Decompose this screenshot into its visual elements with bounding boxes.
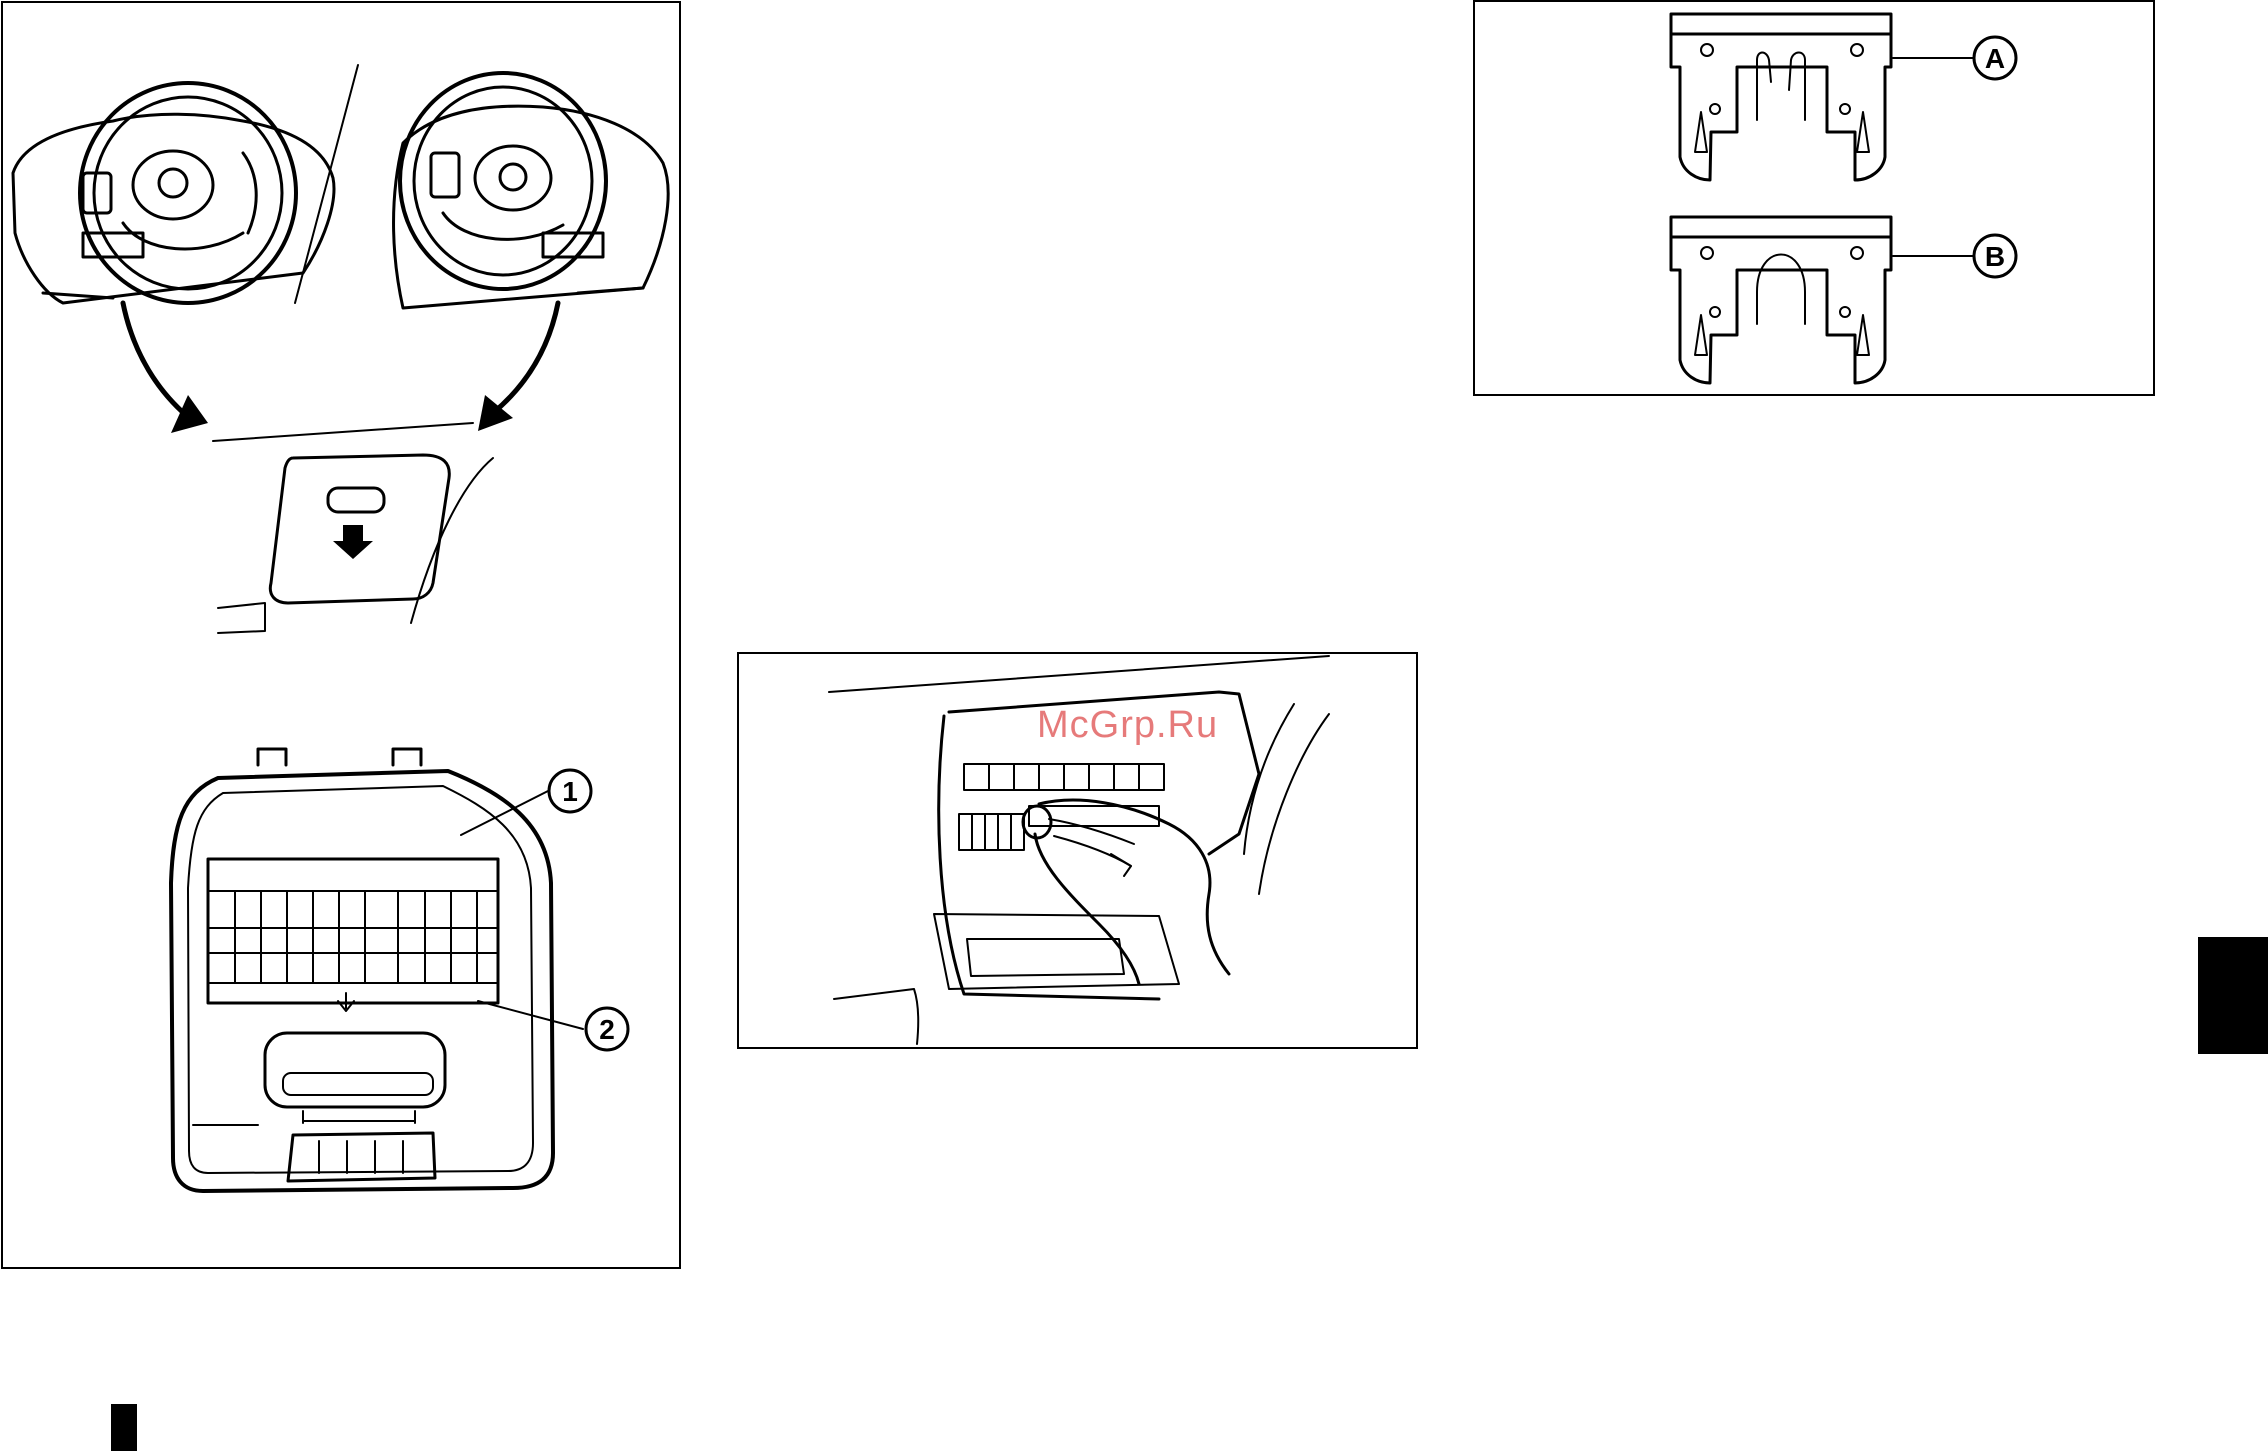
figure-fuse-comparison: A B (1473, 0, 2155, 396)
fuse-b-hole-right (1851, 247, 1863, 259)
rhd-wheel-spoke-lower (443, 213, 563, 239)
callout-label-2: 2 (599, 1014, 615, 1045)
fuse-a-hole-left (1701, 44, 1713, 56)
rhd-steering-wheel-inner (414, 87, 592, 275)
callout-2-leader (478, 1001, 583, 1029)
fuse-row-cells (989, 764, 1139, 790)
lower-bin (934, 914, 1179, 989)
fuse-box-cover-inner (188, 786, 533, 1173)
cover-handle-slot (283, 1073, 433, 1095)
figure-fuse-box-cover: 1 2 (1, 1, 681, 1269)
lhd-wheel-hub (133, 151, 213, 219)
callout-badge-b: B (1974, 235, 2016, 277)
fuse-a-element-left (1757, 53, 1771, 121)
hand-palm-outline (1035, 834, 1139, 984)
hand-finger-line-1 (1049, 819, 1134, 844)
fuse-row-lower-cells (972, 814, 1011, 850)
lhd-switch-cluster (83, 173, 111, 213)
cover-tabs (258, 749, 421, 765)
fuse-b-top-cap (1671, 217, 1891, 237)
lid-finger-recess (328, 488, 384, 512)
panel-curve-left (1244, 704, 1294, 854)
fuse-b-terminal-hole-right (1840, 307, 1850, 317)
fuse-a-hole-right (1851, 44, 1863, 56)
dash-top-edge (829, 656, 1329, 692)
fuse-b-terminal-hole-left (1710, 307, 1720, 317)
fuse-grid-lines (208, 891, 498, 983)
rhd-switch-cluster (431, 153, 459, 197)
figure-fuse-removal: McGrp.Ru (737, 652, 1418, 1049)
section-thumb-tab (2198, 937, 2268, 1054)
rhd-arrow-shaft (493, 303, 558, 413)
watermark-text: McGrp.Ru (1037, 704, 1218, 747)
fuse-box-cover-outer (171, 771, 553, 1191)
lhd-steering-wheel-inner (94, 97, 282, 289)
fuse-grid-frame (208, 859, 498, 1003)
fuse-row-lower-left (959, 814, 1024, 850)
view-divider (295, 65, 358, 303)
fuse-comparison-illustration: A B (1475, 2, 2153, 394)
fuse-b-element (1757, 255, 1805, 325)
lhd-arrow-head (171, 395, 208, 433)
cover-latch-slots (319, 1141, 403, 1173)
fuse-a-terminal-hole-right (1840, 104, 1850, 114)
cover-latch-rails (303, 1111, 415, 1123)
panel-curve-right (1259, 714, 1329, 894)
callout-badge-a: A (1974, 37, 2016, 79)
lower-bin-recess (967, 939, 1124, 976)
cover-latch-block (288, 1133, 435, 1181)
hand-finger-line-2 (1054, 836, 1131, 866)
callout-badge-2: 2 (586, 1008, 628, 1050)
rhd-lower-panel (578, 288, 643, 293)
callout-badge-1: 1 (549, 770, 591, 812)
fuse-a-terminal-hole-left (1710, 104, 1720, 114)
fuse-a-element-right (1789, 53, 1805, 121)
fuse-b-hole-left (1701, 247, 1713, 259)
page-edge-mark (111, 1404, 137, 1451)
fuse-in-hand (1023, 806, 1051, 838)
lhd-wheel-emblem (159, 169, 187, 197)
panel-lower-trim (218, 603, 265, 633)
panel-curve (411, 458, 493, 623)
callout-label-b: B (1985, 241, 2005, 272)
rhd-wheel-hub (475, 146, 551, 210)
rhd-wheel-emblem (500, 164, 526, 190)
panel-top-edge (213, 423, 473, 441)
fuse-a-blown (1671, 14, 1891, 180)
lower-left-trim (834, 989, 918, 1044)
callout-label-a: A (1985, 43, 2005, 74)
lhd-wheel-spoke-lower (123, 223, 243, 249)
lhd-arrow-shaft (123, 303, 193, 421)
fuse-b-good (1671, 217, 1891, 383)
callout-label-1: 1 (562, 776, 578, 807)
lhd-wheel-spoke-right (243, 153, 256, 233)
fuse-a-top-cap (1671, 14, 1891, 34)
lid-pull-arrow (333, 525, 373, 559)
fuse-box-cover-illustration: 1 2 (3, 3, 679, 1267)
